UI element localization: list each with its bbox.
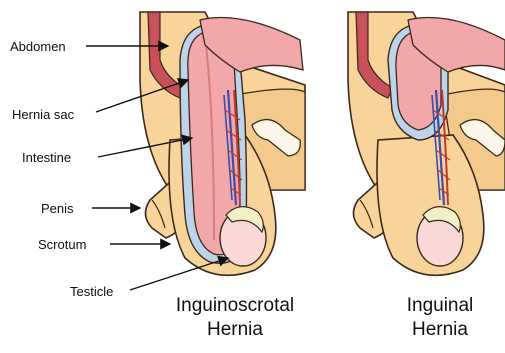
- right-figure: [348, 12, 505, 275]
- label-intestine: Intestine: [22, 150, 71, 165]
- caption-left-line2: Hernia: [160, 318, 310, 342]
- label-abdomen: Abdomen: [10, 39, 66, 54]
- caption-right-line1: Inguinal: [380, 294, 500, 318]
- caption-inguinoscrotal-hernia: Inguinoscrotal Hernia: [160, 294, 310, 342]
- label-hernia-sac: Hernia sac: [12, 107, 74, 122]
- label-testicle: Testicle: [70, 284, 113, 299]
- label-scrotum: Scrotum: [38, 237, 86, 252]
- caption-inguinal-hernia: Inguinal Hernia: [380, 294, 500, 342]
- caption-left-line1: Inguinoscrotal: [160, 294, 310, 318]
- label-penis: Penis: [41, 201, 74, 216]
- caption-right-line2: Hernia: [380, 318, 500, 342]
